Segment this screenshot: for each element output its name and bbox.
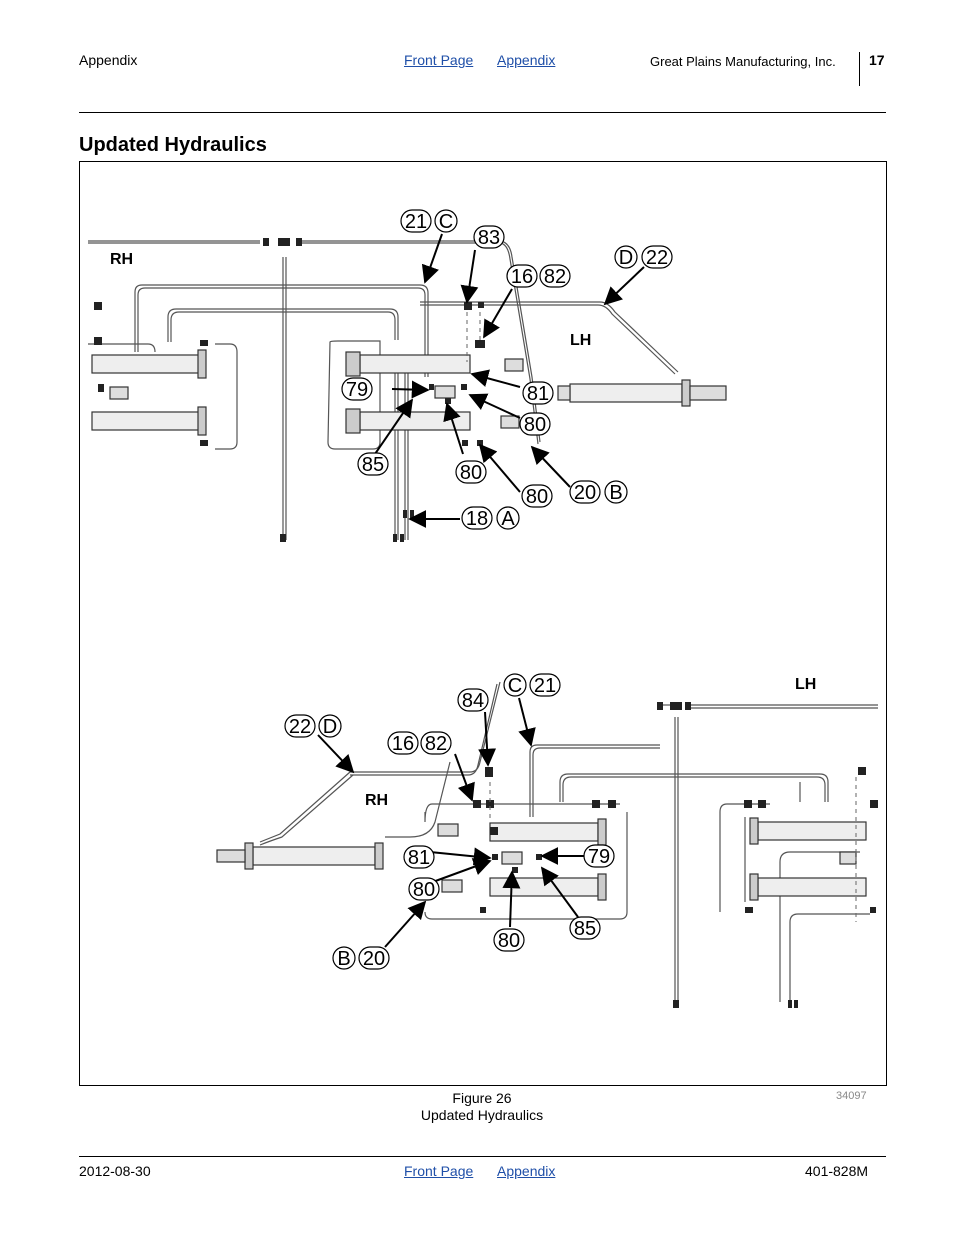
top-left-cylinders [91,349,207,436]
callout-top-D: D [619,247,633,269]
header-company: Great Plains Manufacturing, Inc. [650,54,836,69]
top-dashed [466,312,481,362]
bottom-callout-labels: C 21 84 22 D 16 82 81 79 80 85 80 B 20 [289,675,610,970]
callout-top-80c: 80 [526,486,548,508]
callout-top-21: 21 [405,211,427,233]
bottom-callout-arrows [317,697,585,948]
callout-bottom-16: 16 [392,733,414,755]
callout-top-A: A [501,508,515,530]
figure-code: 34097 [836,1090,867,1102]
callout-bottom-21: 21 [534,675,556,697]
callout-bottom-85: 85 [574,918,596,940]
footer-front-page-link[interactable]: Front Page [404,1163,474,1179]
label-top-rh: RH [110,251,133,268]
callout-bottom-79: 79 [588,846,610,868]
header-divider [859,52,860,86]
page-title: Updated Hydraulics [79,134,267,156]
top-callout-bubbles [341,209,673,530]
callout-bottom-80b: 80 [498,930,520,952]
header-front-page-link[interactable]: Front Page [404,52,474,68]
header-rule [79,112,886,113]
top-callout-arrows [374,233,645,528]
footer-doc-number: 401-828M [805,1163,869,1179]
callout-bottom-81: 81 [408,847,430,869]
footer-appendix-link[interactable]: Appendix [497,1163,556,1179]
label-bottom-rh: RH [365,792,388,809]
bottom-fittings [473,702,878,1008]
callout-top-81: 81 [527,383,549,405]
figure-caption: Updated Hydraulics [420,1107,544,1123]
callout-bottom-82: 82 [425,733,447,755]
callout-bottom-B: B [337,948,350,970]
callout-top-82: 82 [544,266,566,288]
footer-rule [79,1156,886,1157]
top-right-cylinder [557,379,727,407]
callout-bottom-22: 22 [289,716,311,738]
header-section: Appendix [79,52,138,68]
callout-bottom-84: 84 [462,690,484,712]
label-top-lh: LH [570,332,591,349]
callout-top-83: 83 [478,227,500,249]
bottom-hoses [259,681,878,1002]
callout-top-80b: 80 [460,462,482,484]
bottom-callout-bubbles [284,673,615,970]
callout-top-18: 18 [466,508,488,530]
footer-date: 2012-08-30 [79,1163,151,1179]
callout-bottom-C: C [508,675,522,697]
hydraulics-diagram: 21 C 83 D 22 16 82 79 81 80 80 85 80 80 … [88,209,878,1008]
label-bottom-lh: LH [795,676,816,693]
top-callout-labels: 21 C 83 D 22 16 82 79 81 80 80 85 80 80 … [346,211,668,530]
callout-top-80a: 80 [524,414,546,436]
callout-top-20: 20 [574,482,596,504]
top-fittings [94,238,485,542]
callout-top-C: C [439,211,453,233]
callout-top-16: 16 [511,266,533,288]
bottom-dashed [489,777,857,922]
page-number: 17 [869,52,885,68]
callout-bottom-80a: 80 [413,879,435,901]
callout-top-79: 79 [346,379,368,401]
figure-frame: 21 C 83 D 22 16 82 79 81 80 80 85 80 80 … [79,161,887,1086]
header-appendix-link[interactable]: Appendix [497,52,556,68]
callout-top-B: B [609,482,622,504]
figure-number: Figure 26 [452,1090,512,1106]
bottom-cylinders [216,817,867,901]
callout-bottom-D: D [323,716,337,738]
callout-top-22: 22 [646,247,668,269]
top-center-cylinders [345,351,524,434]
callout-top-85: 85 [362,454,384,476]
callout-bottom-20: 20 [363,948,385,970]
